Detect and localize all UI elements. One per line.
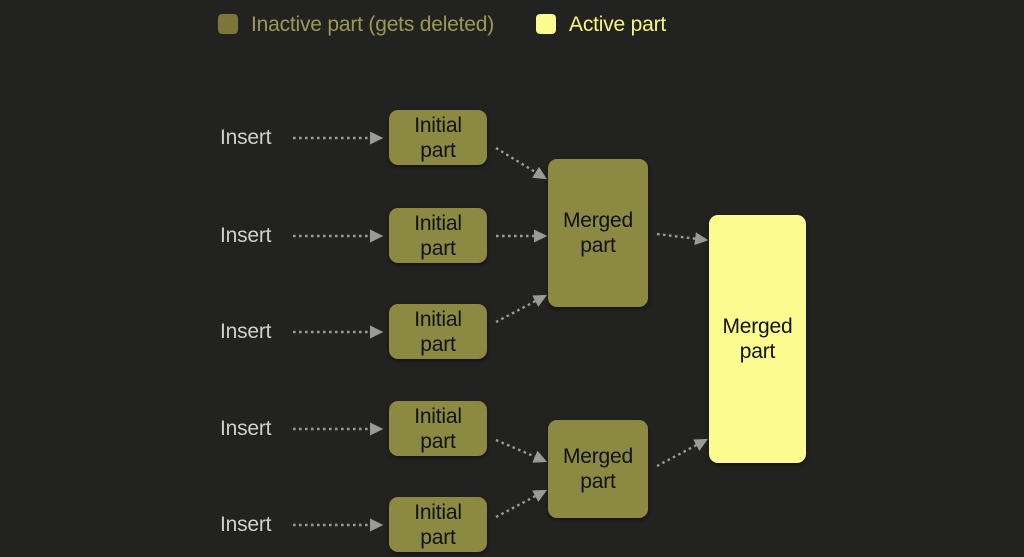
active-swatch-icon — [536, 14, 557, 34]
inactive-swatch-icon — [218, 14, 238, 34]
legend-item-active: Active part — [536, 14, 666, 35]
insert-label-2: Insert — [220, 224, 272, 247]
arrow-initial-3-to-merged-top — [495, 294, 548, 324]
legend-item-inactive: Inactive part (gets deleted) — [218, 14, 494, 35]
legend: Inactive part (gets deleted) Active part — [218, 10, 666, 38]
legend-label-active: Active part — [569, 12, 667, 36]
arrow-merged-top-to-final — [656, 232, 709, 246]
arrow-merged-bottom-to-final — [656, 438, 709, 468]
arrow-initial-4-to-merged-bottom — [495, 438, 548, 463]
insert-label-1: Insert — [220, 126, 272, 149]
insert-label-3: Insert — [220, 320, 272, 343]
legend-label-inactive: Inactive part (gets deleted) — [251, 12, 495, 36]
arrow-initial-1-to-merged-top — [495, 146, 548, 180]
insert-label-4: Insert — [220, 417, 272, 440]
arrow-initial-5-to-merged-bottom — [495, 489, 548, 519]
insert-label-5: Insert — [220, 513, 272, 536]
